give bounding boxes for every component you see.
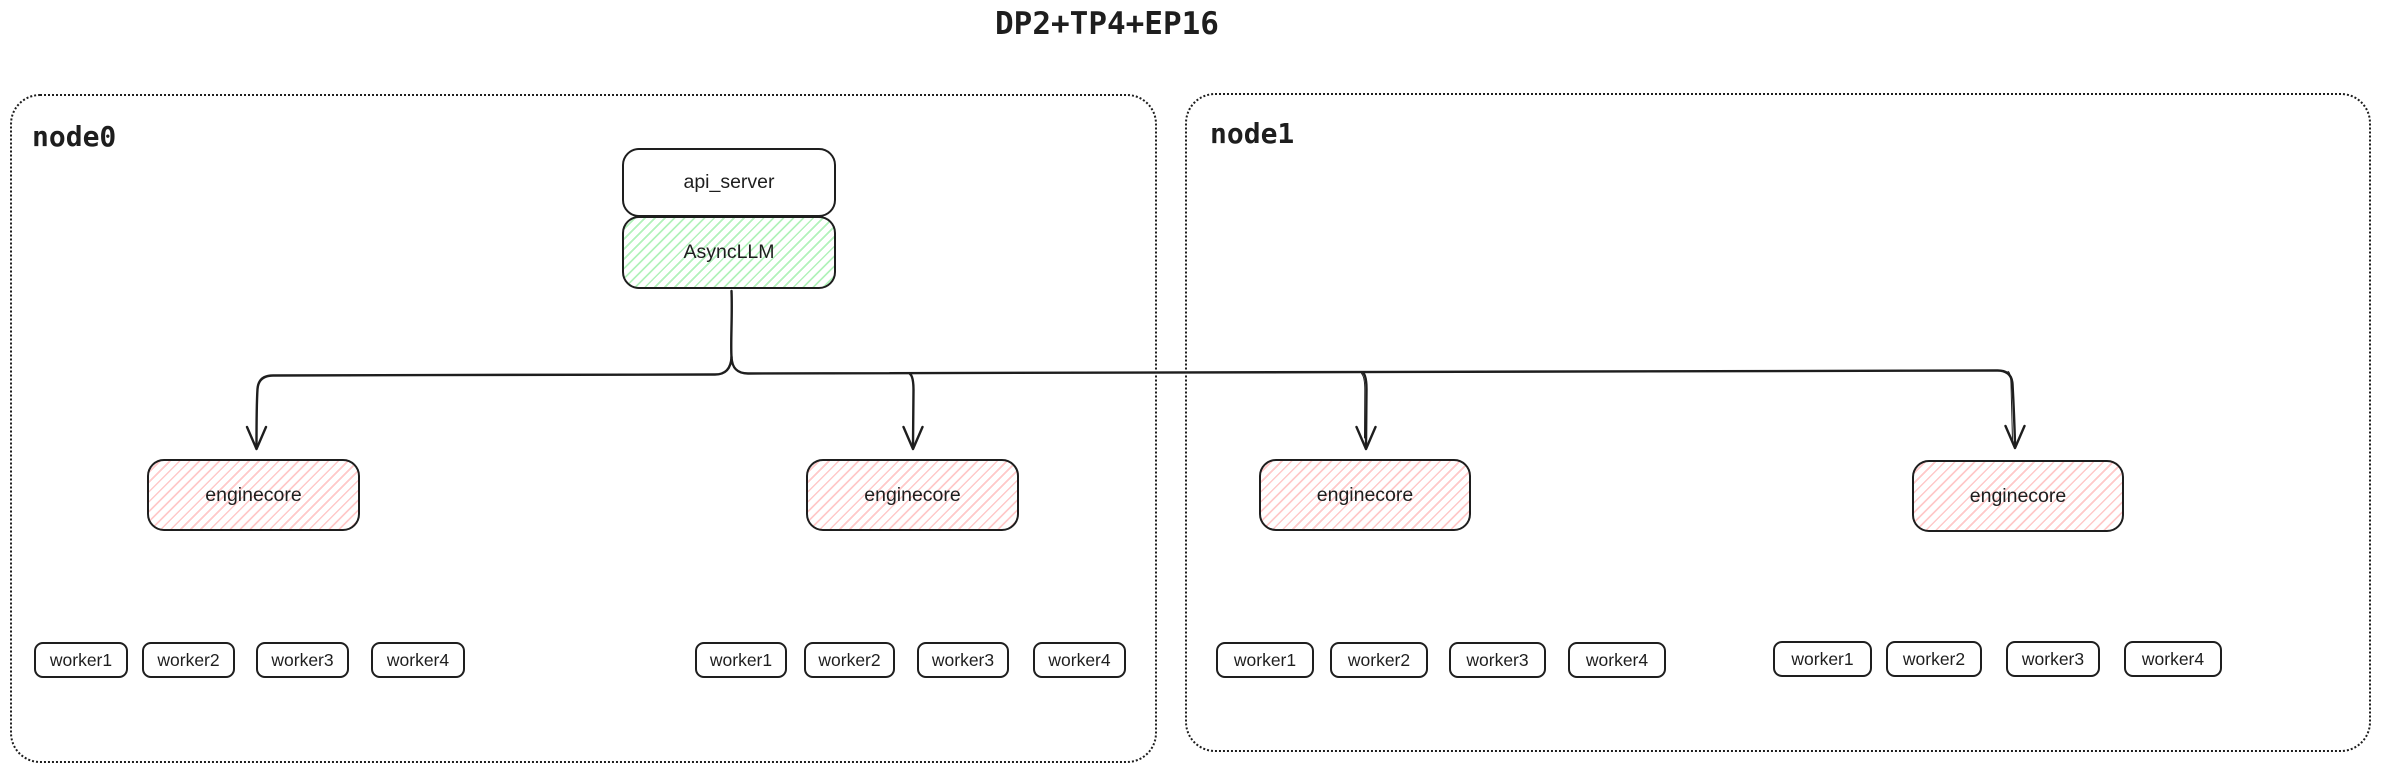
node0-container: node0 api_server AsyncLLM enginecore eng… xyxy=(10,94,1157,763)
node1-container: node1 enginecore enginecore worker1 work… xyxy=(1185,93,2371,752)
worker-box: worker3 xyxy=(1449,642,1546,678)
worker-box: worker3 xyxy=(917,642,1009,678)
worker-box: worker1 xyxy=(1773,641,1872,677)
worker-box: worker1 xyxy=(1216,642,1314,678)
worker-label: worker1 xyxy=(49,649,113,670)
enginecore-label: enginecore xyxy=(1316,483,1414,506)
worker-label: worker3 xyxy=(2021,648,2085,669)
worker-label: worker3 xyxy=(931,649,995,670)
diagram-title: DP2+TP4+EP16 xyxy=(995,6,1219,42)
worker-label: worker4 xyxy=(2141,648,2205,669)
node0-label: node0 xyxy=(32,120,117,153)
worker-box: worker3 xyxy=(256,642,349,678)
enginecore-box: enginecore xyxy=(806,459,1019,531)
asyncllm-box: AsyncLLM xyxy=(622,216,836,289)
worker-label: worker2 xyxy=(818,649,881,670)
api-server-box: api_server xyxy=(622,148,836,217)
worker-label: worker4 xyxy=(1585,649,1649,670)
enginecore-box: enginecore xyxy=(147,459,360,531)
enginecore-label: enginecore xyxy=(205,483,302,506)
worker-label: worker1 xyxy=(709,649,773,670)
api-server-label: api_server xyxy=(683,171,775,193)
worker-box: worker1 xyxy=(695,642,787,678)
enginecore-box: enginecore xyxy=(1259,459,1471,531)
worker-label: worker1 xyxy=(1791,648,1854,669)
worker-box: worker1 xyxy=(34,642,128,678)
worker-label: worker4 xyxy=(1048,649,1111,670)
worker-box: worker2 xyxy=(804,642,895,678)
enginecore-label: enginecore xyxy=(864,483,961,506)
worker-box: worker4 xyxy=(1568,642,1666,678)
worker-box: worker2 xyxy=(1886,641,1982,677)
node1-label: node1 xyxy=(1210,117,1295,150)
worker-box: worker2 xyxy=(1330,642,1428,678)
worker-label: worker3 xyxy=(271,649,334,670)
worker-box: worker4 xyxy=(371,642,465,678)
worker-label: worker2 xyxy=(157,649,220,670)
worker-box: worker2 xyxy=(142,642,235,678)
worker-label: worker1 xyxy=(1233,649,1297,670)
worker-label: worker2 xyxy=(1347,649,1411,670)
worker-label: worker2 xyxy=(1902,648,1966,669)
worker-box: worker4 xyxy=(1033,642,1126,678)
worker-label: worker3 xyxy=(1466,649,1529,670)
worker-box: worker3 xyxy=(2006,641,2100,677)
enginecore-label: enginecore xyxy=(1969,484,2067,507)
enginecore-box: enginecore xyxy=(1912,460,2124,532)
worker-box: worker4 xyxy=(2124,641,2222,677)
asyncllm-label: AsyncLLM xyxy=(683,241,775,263)
worker-label: worker4 xyxy=(386,649,450,670)
